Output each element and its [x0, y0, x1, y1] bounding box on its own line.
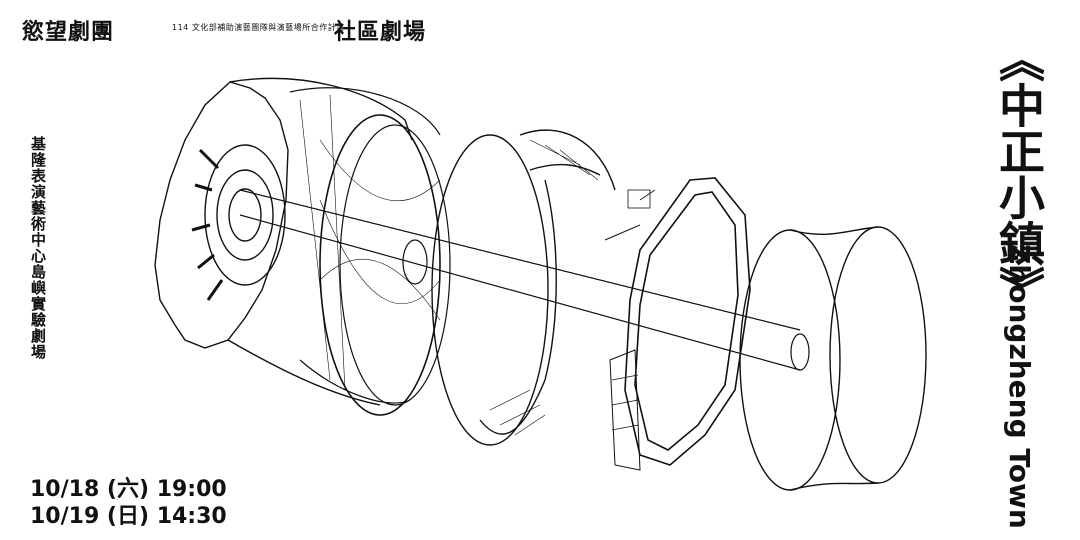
wire-drum [289, 87, 451, 416]
octagonal-frame [604, 177, 751, 471]
subsidy-note: 114 文化部補助演藝團隊與演藝場所合作計畫 [172, 23, 345, 32]
hourglass-shell [431, 129, 616, 446]
show-title-english: Zhongzheng Town [1003, 244, 1036, 529]
date-line: 10/18 (六) 19:00 [30, 477, 227, 502]
performance-dates: 10/18 (六) 19:00 10/19 (日) 14:30 [30, 476, 227, 530]
relief-disc [154, 77, 413, 406]
show-title-chinese: 《中正小鎮》 [992, 36, 1046, 312]
venue-type: 社區劇場 [334, 20, 427, 45]
troupe-name: 慾望劇團 [22, 20, 115, 45]
flared-cylinder [739, 226, 927, 491]
date-line: 10/19 (日) 14:30 [30, 504, 227, 529]
venue-name: 基隆表演藝術中心島嶼實驗劇場 [29, 136, 47, 360]
